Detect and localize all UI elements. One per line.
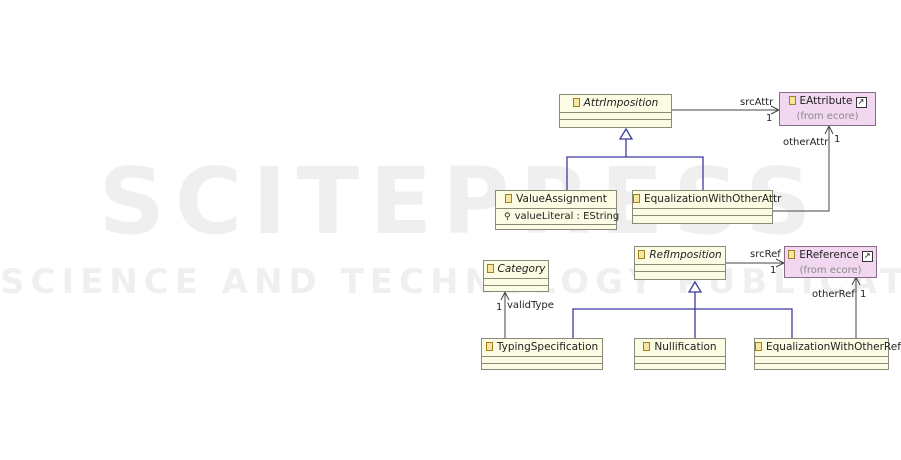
class-icon	[788, 96, 796, 105]
class-ref-imposition[interactable]: RefImposition	[634, 246, 726, 280]
class-name: EAttribute	[799, 95, 853, 107]
class-icon	[755, 342, 762, 351]
class-equalization-with-other-attr[interactable]: EqualizationWithOtherAttr	[632, 190, 781, 224]
class-icon	[486, 264, 494, 273]
multiplicity-src-ref: 1	[770, 265, 777, 276]
class-name: EqualizationWithOtherAttr	[644, 193, 782, 205]
class-name: EReference	[799, 249, 859, 261]
class-typing-specification[interactable]: TypingSpecification	[481, 338, 603, 370]
class-icon	[633, 194, 640, 203]
class-value-assignment[interactable]: ValueAssignment ⚲valueLiteral : EString	[495, 190, 619, 230]
class-name: Category	[497, 263, 546, 275]
class-name: ValueAssignment	[516, 193, 607, 205]
class-name: AttrImposition	[583, 97, 659, 109]
attribute-row[interactable]: ⚲valueLiteral : EString	[496, 209, 619, 224]
multiplicity-valid-type: 1	[496, 302, 503, 313]
role-src-attr: srcAttr	[740, 97, 774, 108]
class-icon	[505, 194, 513, 203]
class-attr-imposition[interactable]: AttrImposition	[559, 94, 672, 128]
external-link-icon[interactable]: ↗	[861, 251, 873, 262]
role-valid-type: validType	[507, 300, 554, 311]
inheritance-ref	[572, 280, 793, 339]
attribute-label: valueLiteral : EString	[514, 211, 620, 222]
class-eattribute[interactable]: EAttribute↗ (from ecore)	[779, 92, 876, 126]
class-name: EqualizationWithOtherRef	[766, 341, 901, 353]
role-src-ref: srcRef	[750, 249, 781, 260]
watermark-subtitle: SCIENCE AND TECHNOLOGY PUBLICATIONS	[0, 262, 901, 302]
class-name: TypingSpecification	[496, 341, 599, 353]
class-icon	[485, 342, 493, 351]
multiplicity-other-ref: 1	[860, 289, 867, 300]
role-other-attr: otherAttr	[783, 137, 829, 148]
class-icon	[572, 98, 580, 107]
class-category[interactable]: Category	[483, 260, 549, 292]
class-icon	[643, 342, 651, 351]
class-nullification[interactable]: Nullification	[634, 338, 726, 370]
class-name: Nullification	[654, 341, 717, 353]
class-icon	[638, 250, 646, 259]
external-link-icon[interactable]: ↗	[855, 97, 867, 108]
class-icon	[788, 250, 796, 259]
attribute-icon: ⚲	[504, 212, 511, 222]
multiplicity-src-attr: 1	[766, 113, 773, 124]
multiplicity-other-attr: 1	[834, 134, 841, 145]
role-other-ref: otherRef	[812, 289, 855, 300]
class-equalization-with-other-ref[interactable]: EqualizationWithOtherRef	[754, 338, 901, 370]
class-ereference[interactable]: EReference↗ (from ecore)	[784, 246, 877, 278]
inheritance-attr	[566, 127, 704, 191]
class-name: RefImposition	[649, 249, 722, 261]
class-origin: (from ecore)	[796, 111, 859, 122]
class-origin: (from ecore)	[799, 265, 862, 276]
